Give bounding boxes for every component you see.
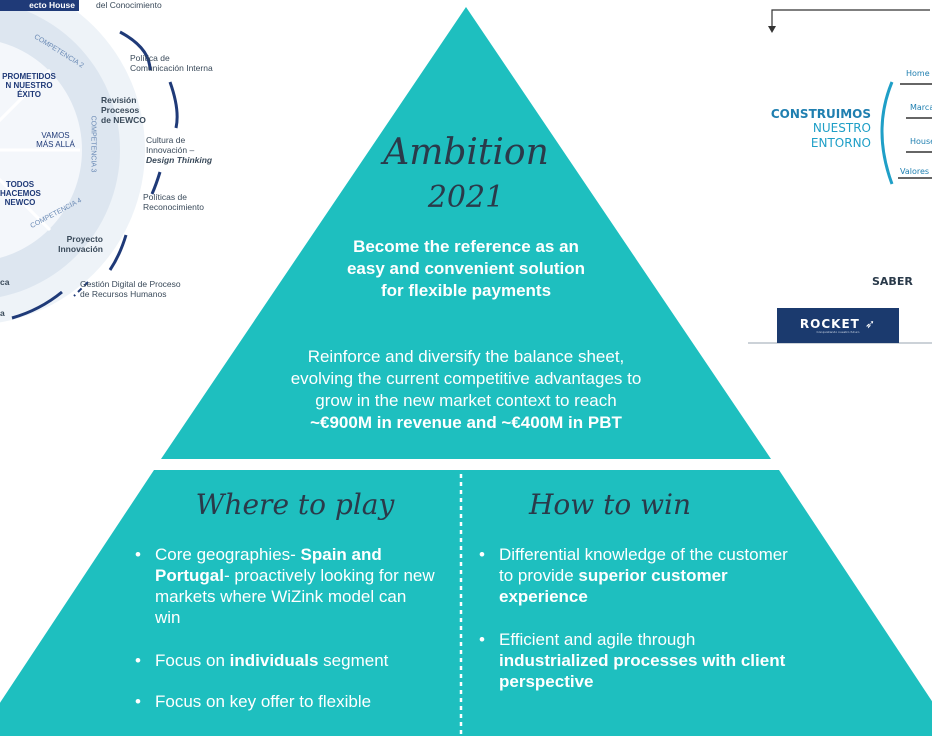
title-line: CONSTRUIMOS xyxy=(770,107,871,121)
item-cultura: Cultura de Innovación – Design Thinking xyxy=(146,135,216,165)
body-line-bold: ~€900M in revenue and ~€400M in PBT xyxy=(310,413,622,432)
how-to-win-title: How to win xyxy=(528,488,692,521)
wheel-label-1: PROMETIDOS N NUESTRO ÉXITO xyxy=(0,72,58,100)
wheel-text: VAMOS xyxy=(41,131,70,140)
title-line: NUESTRO xyxy=(812,121,871,136)
text-part: Efficient and agile through xyxy=(499,630,696,649)
text-bold: superior customer experience xyxy=(499,566,728,606)
ambition-triangle xyxy=(161,7,771,459)
body-line: Reinforce and diversify the balance shee… xyxy=(307,347,625,366)
text-part: Differential knowledge of the customer t… xyxy=(499,545,788,585)
item-cultura-emph: Design Thinking xyxy=(146,154,213,165)
body-line: evolving the current competitive advanta… xyxy=(290,369,642,388)
branch-marca: Marca xyxy=(910,103,932,112)
item-proyecto: Proyecto Innovación xyxy=(58,234,103,254)
wheel-text: HACEMOS xyxy=(0,189,41,199)
wheel-text: N NUESTRO xyxy=(5,81,53,91)
text-part: Focus on key offer to flexible xyxy=(155,692,372,711)
connector-lines xyxy=(748,9,932,344)
list-item: Core geographies- Spain and Portugal- pr… xyxy=(135,544,435,628)
ambition-body: Reinforce and diversify the balance shee… xyxy=(216,346,716,434)
rocket-wordmark: ROCKET xyxy=(799,317,860,331)
item-gestion: Gestión Digital de Proceso de Recursos H… xyxy=(80,279,181,299)
item-comunicacion: Política de Comunicación Interna xyxy=(130,53,213,73)
ambition-year: 2021 xyxy=(427,180,505,215)
text-part: segment xyxy=(318,651,389,670)
branch-home: Home xyxy=(906,69,930,78)
branch-house: House xyxy=(910,137,932,146)
branch-valores: Valores xyxy=(900,167,930,176)
where-to-play-title: Where to play xyxy=(195,488,395,521)
wheel-text: PROMETIDOS xyxy=(2,72,56,81)
how-to-win-list: Differential knowledge of the customer t… xyxy=(479,544,789,692)
where-to-play-list: Core geographies- Spain and Portugal- pr… xyxy=(135,544,435,712)
ambition-headline: Become the reference as an easy and conv… xyxy=(266,236,666,302)
construimos-title: CONSTRUIMOS NUESTRO ENTORNO xyxy=(756,107,871,150)
headline-line: easy and convenient solution xyxy=(346,259,586,278)
left-background-diagram: ecto House del Conocimiento Política de … xyxy=(0,0,300,340)
wheel-text: MÁS ALLÁ xyxy=(36,140,75,150)
fragment-text: a xyxy=(0,308,5,318)
fragment-text: ca xyxy=(0,277,10,287)
rocket-logo: ROCKET ➶ Conquistando nuestro futuro xyxy=(777,308,899,343)
wheel-graphic xyxy=(0,0,179,323)
item-reconocimiento: Políticas de Reconocimiento xyxy=(143,192,204,212)
title-line: ENTORNO xyxy=(810,135,871,150)
list-item: Focus on individuals segment xyxy=(135,650,435,671)
text-part: Core geographies- xyxy=(155,545,301,564)
body-line: grow in the new market context to reach xyxy=(315,391,617,410)
wheel-text: NEWCO xyxy=(4,198,36,208)
text-bold: Spain and Portugal xyxy=(155,545,382,585)
item-revision: Revisión Procesos de NEWCO xyxy=(101,95,146,125)
headline-line: Become the reference as an xyxy=(353,237,579,256)
wheel-label-2: VAMOS MÁS ALLÁ xyxy=(28,131,83,149)
headline-line: for flexible payments xyxy=(380,281,552,300)
rocket-logo-text: ROCKET ➶ xyxy=(799,317,877,331)
text-part: Focus on xyxy=(155,651,230,670)
item-cultura-label: Cultura de Innovación – xyxy=(146,135,195,155)
top-label: del Conocimiento xyxy=(96,0,162,10)
wheel-label-3: TODOS HACEMOS NEWCO xyxy=(0,180,41,208)
rocket-tagline: Conquistando nuestro futuro xyxy=(816,330,860,334)
saber-label: SABER xyxy=(872,275,913,288)
right-background-diagram: CONSTRUIMOS NUESTRO ENTORNO Home Marca H… xyxy=(740,0,932,350)
text-part: - proactively looking for new markets wh… xyxy=(155,566,435,627)
text-bold: industrialized processes with client per… xyxy=(499,651,786,691)
text-bold: individuals xyxy=(229,651,319,670)
wheel-text: TODOS xyxy=(5,180,35,189)
wheel-text: ÉXITO xyxy=(17,90,41,100)
list-item: Differential knowledge of the customer t… xyxy=(479,544,789,607)
ambition-title: Ambition xyxy=(383,132,549,173)
list-item: Efficient and agile through industrializ… xyxy=(479,629,789,692)
header-tab: ecto House xyxy=(0,0,79,11)
list-item: Focus on key offer to flexible xyxy=(135,691,435,712)
